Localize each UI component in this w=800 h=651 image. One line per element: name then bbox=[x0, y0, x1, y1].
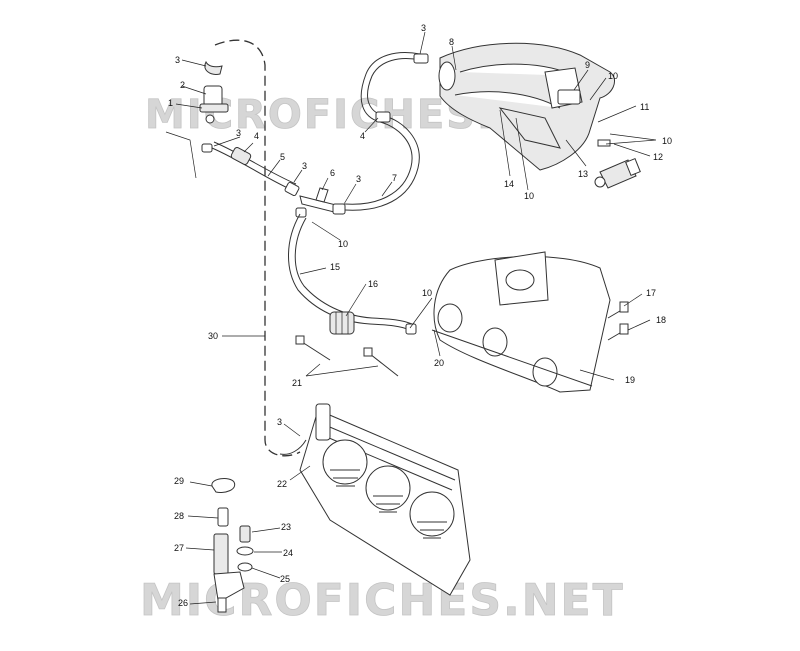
callout-16: 16 bbox=[368, 279, 378, 289]
bolt-17 bbox=[607, 301, 629, 319]
callout-3: 3 bbox=[421, 23, 426, 33]
hose-clamp bbox=[375, 111, 391, 123]
callout-30: 30 bbox=[208, 331, 218, 341]
callout-3: 3 bbox=[302, 161, 307, 171]
callout-4: 4 bbox=[254, 131, 259, 141]
callout-3: 3 bbox=[356, 174, 361, 184]
callout-22: 22 bbox=[277, 479, 287, 489]
callout-3: 3 bbox=[175, 55, 180, 65]
callout-28: 28 bbox=[174, 511, 184, 521]
callout-3: 3 bbox=[236, 128, 241, 138]
callout-10: 10 bbox=[524, 191, 534, 201]
callout-12: 12 bbox=[653, 152, 663, 162]
callout-10: 10 bbox=[338, 239, 348, 249]
callout-11: 11 bbox=[640, 102, 649, 112]
callout-27: 27 bbox=[174, 543, 184, 553]
hose-sleeve-16 bbox=[329, 311, 355, 335]
exhaust-manifold bbox=[431, 251, 611, 393]
bolt-18 bbox=[607, 323, 629, 341]
hose-sleeve-4 bbox=[230, 147, 252, 165]
callout-10: 10 bbox=[422, 288, 432, 298]
callout-29: 29 bbox=[174, 476, 184, 486]
callout-7: 7 bbox=[392, 173, 397, 183]
cylinder-head-assembly bbox=[279, 403, 471, 596]
callout-3: 3 bbox=[277, 417, 282, 427]
callout-10: 10 bbox=[608, 71, 618, 81]
tee-fitting bbox=[295, 187, 346, 218]
callout-6: 6 bbox=[330, 168, 335, 178]
callout-2: 2 bbox=[180, 80, 185, 90]
callout-13: 13 bbox=[578, 169, 588, 179]
drain-valve bbox=[594, 157, 641, 189]
dashed-routing-line bbox=[214, 39, 301, 457]
callout-9: 9 bbox=[585, 60, 590, 70]
callout-4: 4 bbox=[360, 131, 365, 141]
callout-1: 1 bbox=[168, 98, 173, 108]
watermark-bottom: MICROFICHES.NET bbox=[140, 575, 625, 626]
callout-20: 20 bbox=[434, 358, 444, 368]
callout-26: 26 bbox=[178, 598, 188, 608]
callout-14: 14 bbox=[504, 179, 514, 189]
hose-15 bbox=[288, 213, 411, 331]
callout-labels: 3 2 1 3 4 5 3 6 3 7 3 4 8 9 10 11 10 12 … bbox=[168, 23, 672, 608]
callout-21: 21 bbox=[292, 378, 302, 388]
muffler-assembly bbox=[438, 42, 615, 171]
sensor-assembly bbox=[211, 478, 254, 613]
leader-lines bbox=[165, 31, 657, 605]
hose-5 bbox=[211, 147, 293, 191]
fitting-assembly-upper bbox=[199, 60, 229, 153]
callout-18: 18 bbox=[656, 315, 666, 325]
callout-19: 19 bbox=[625, 375, 635, 385]
callout-24: 24 bbox=[283, 548, 293, 558]
bolts-21 bbox=[295, 335, 399, 377]
callout-15: 15 bbox=[330, 262, 340, 272]
callout-17: 17 bbox=[646, 288, 656, 298]
callout-8: 8 bbox=[449, 37, 454, 47]
callout-25: 25 bbox=[280, 574, 290, 584]
callout-5: 5 bbox=[280, 152, 285, 162]
callout-23: 23 bbox=[281, 522, 291, 532]
callout-10: 10 bbox=[662, 136, 672, 146]
